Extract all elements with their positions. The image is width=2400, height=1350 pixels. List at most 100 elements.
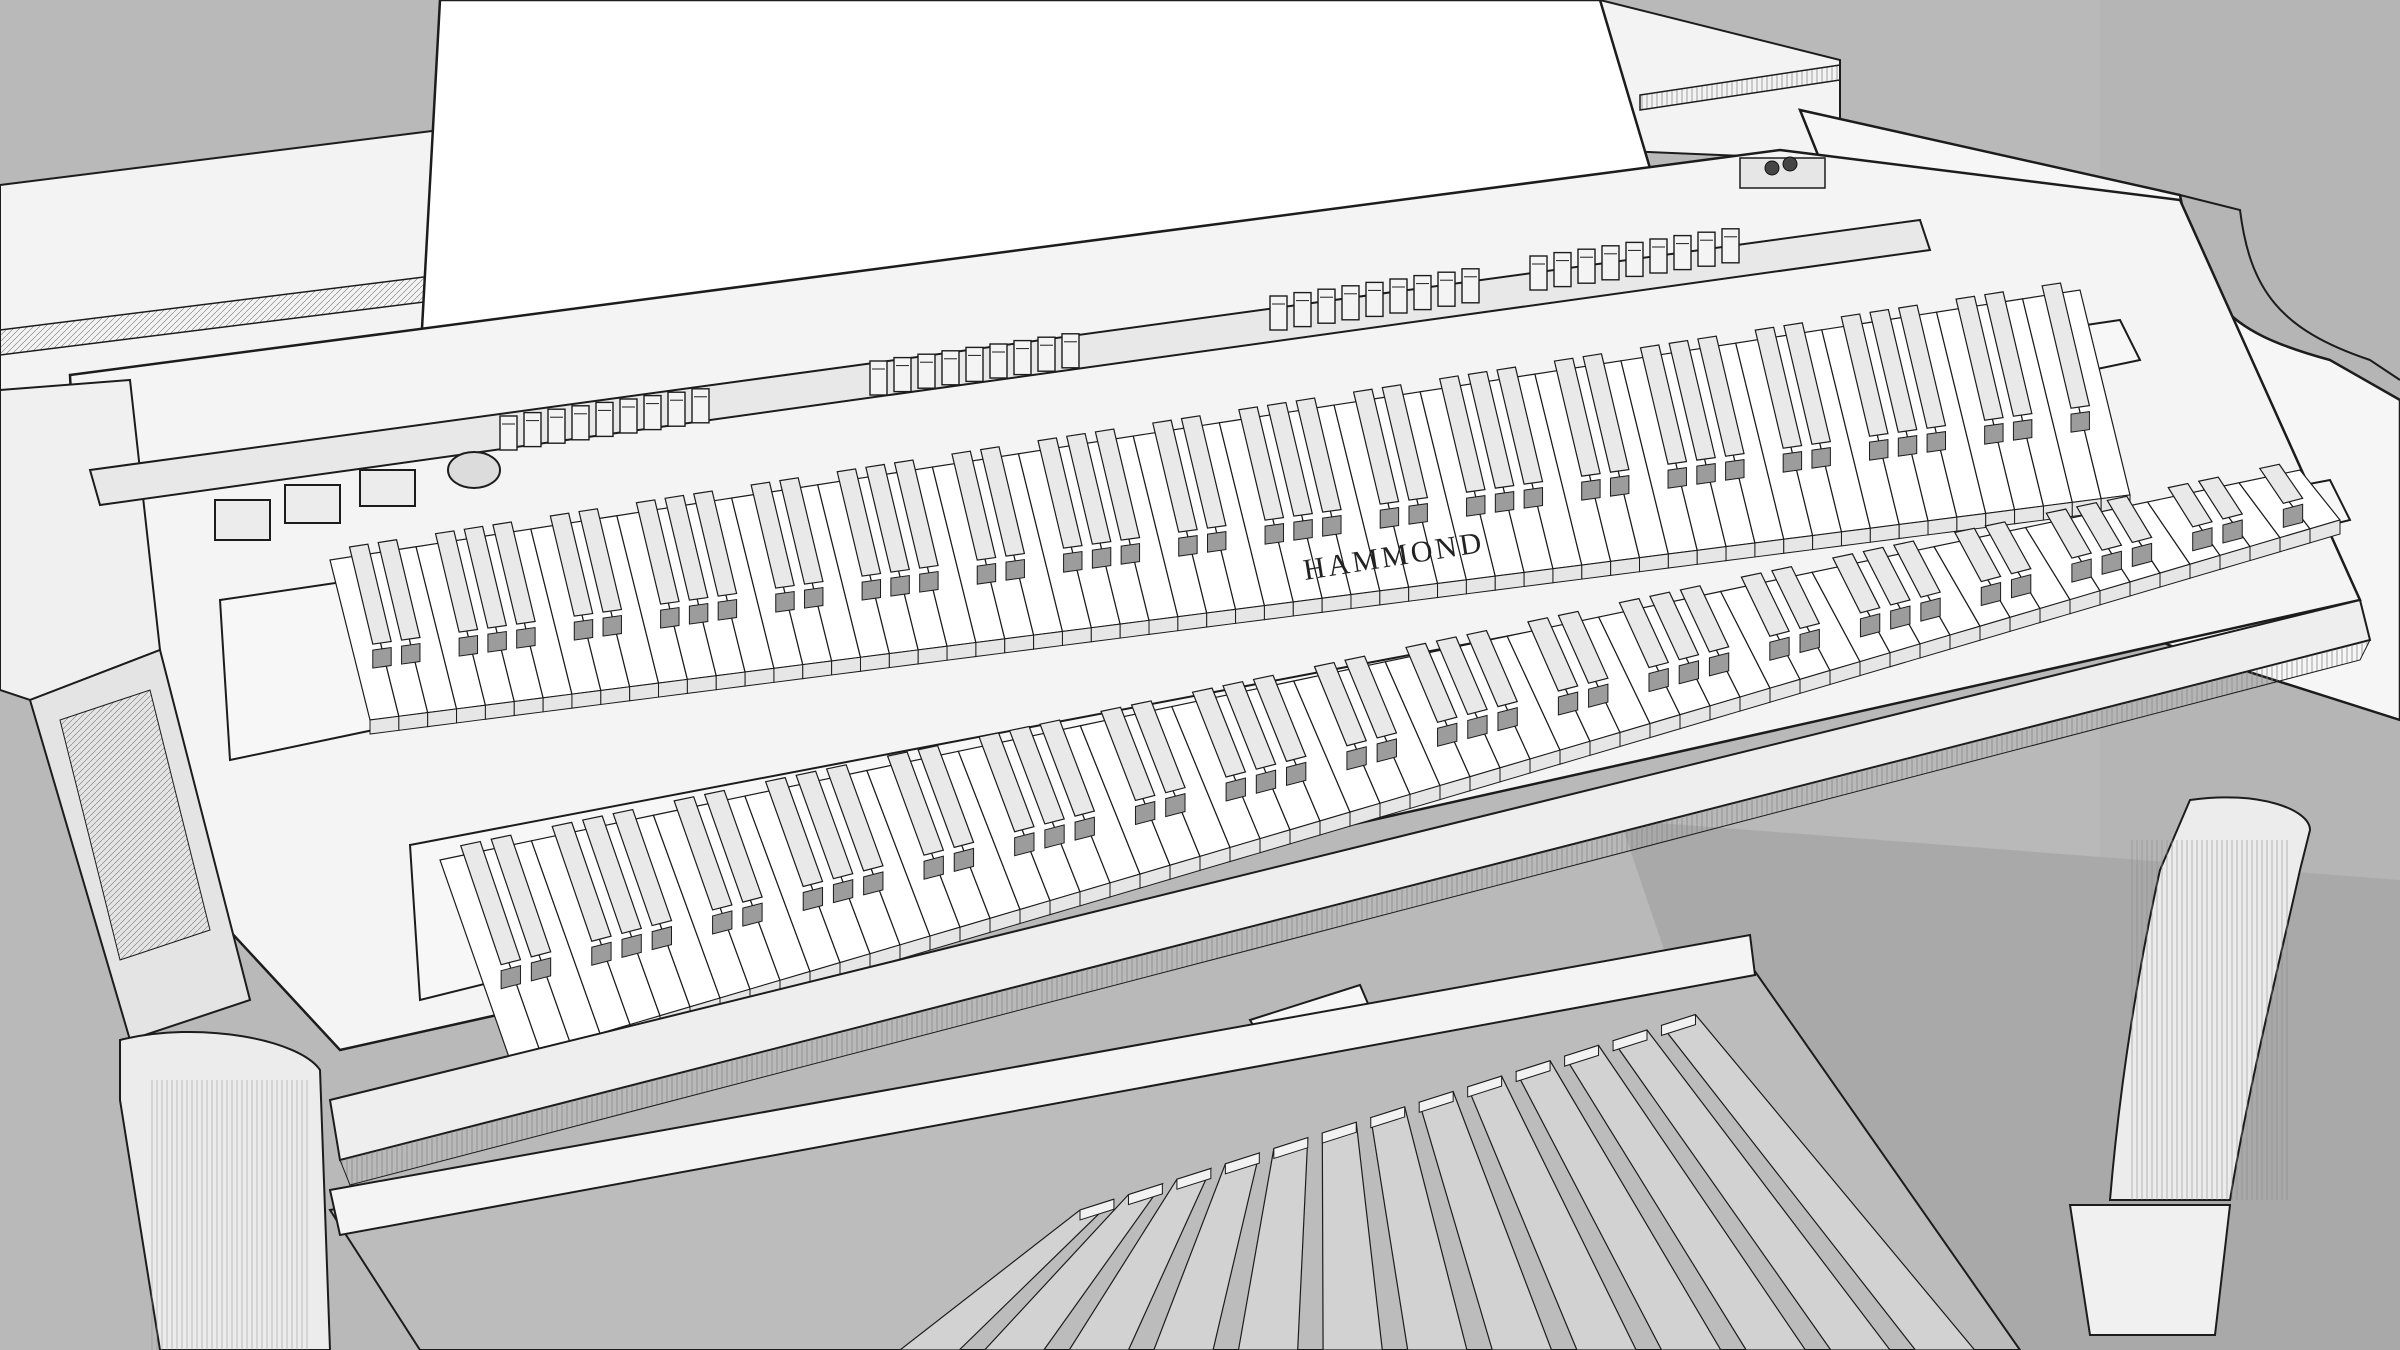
drawbar-handle[interactable] [499,415,518,451]
lower-black-key[interactable] [1862,546,1911,606]
lower-black-key[interactable] [1831,553,1881,614]
upper-black-key[interactable] [1152,419,1198,533]
lower-black-key[interactable] [673,796,733,911]
drawbar-handle[interactable] [547,408,566,444]
drawbar-handle[interactable] [1365,281,1384,318]
lower-black-key[interactable] [2075,502,2123,551]
drawbar-handle[interactable] [1389,278,1408,314]
lower-black-key[interactable] [1892,540,1942,598]
lower-black-key[interactable] [1618,597,1670,669]
volume-knob[interactable] [447,451,501,489]
toggle-switch[interactable] [1782,156,1798,172]
upper-black-key[interactable] [1697,335,1745,457]
upper-black-key[interactable] [1295,397,1342,513]
upper-black-key[interactable] [951,450,997,561]
pedal-keys[interactable] [899,1013,1976,1350]
upper-black-key[interactable] [1668,339,1716,461]
lower-black-key[interactable] [1984,521,2032,575]
lower-black-key[interactable] [2045,508,2093,559]
drawbar-handle[interactable] [1413,274,1432,311]
lower-black-key[interactable] [978,732,1035,833]
upper-black-key[interactable] [1869,308,1918,433]
upper-black-key[interactable] [1266,401,1314,517]
lower-black-key[interactable] [1100,706,1156,802]
drawbar-handle[interactable] [643,394,662,431]
drawbar-handle[interactable] [989,343,1008,379]
upper-black-key[interactable] [1065,432,1112,545]
drawbar-handle[interactable] [1037,336,1056,372]
upper-black-key[interactable] [1582,353,1630,473]
lower-black-key[interactable] [2258,463,2304,505]
lower-black-key[interactable] [459,840,522,966]
upper-black-key[interactable] [1783,322,1832,445]
upper-black-key[interactable] [836,468,882,577]
lower-black-key[interactable] [551,821,612,942]
lower-black-key[interactable] [1039,719,1096,817]
lower-black-key[interactable] [490,834,552,958]
upper-black-key[interactable] [1984,291,2033,417]
upper-black-key[interactable] [750,481,795,589]
upper-black-key[interactable] [693,490,738,597]
upper-black-key[interactable] [979,446,1026,557]
upper-manual-keys[interactable] [329,282,2131,735]
lower-black-key[interactable] [825,764,884,872]
preset-button[interactable] [359,469,416,507]
drawbar-handle[interactable] [965,346,984,383]
upper-black-key[interactable] [1238,406,1285,521]
lower-black-key[interactable] [1771,565,1821,630]
drawbar-handle[interactable] [1553,251,1572,288]
lower-black-key[interactable] [795,770,854,880]
upper-black-key[interactable] [865,463,911,573]
upper-black-key[interactable] [1840,313,1889,437]
upper-black-key[interactable] [492,521,536,625]
lower-black-key[interactable] [2167,482,2213,528]
drawbar-handle[interactable] [523,411,542,448]
upper-black-key[interactable] [893,459,939,569]
upper-black-key[interactable] [1897,304,1947,429]
upper-black-key[interactable] [2041,282,2091,409]
lower-black-key[interactable] [917,744,975,849]
upper-black-key[interactable] [779,477,824,585]
lower-manual-keys[interactable] [439,463,2342,1075]
upper-black-key[interactable] [549,512,594,617]
lower-black-key[interactable] [1557,610,1609,684]
drawbar-handle[interactable] [1529,255,1548,291]
upper-black-key[interactable] [1553,357,1601,477]
upper-black-key[interactable] [463,525,508,629]
lower-black-key[interactable] [1679,585,1730,653]
lower-black-key[interactable] [703,789,763,903]
drawbar-handle[interactable] [1577,248,1596,284]
drawbar-handle[interactable] [1697,231,1716,267]
drawbar-handle[interactable] [691,388,710,424]
drawbar-handle[interactable] [1721,228,1740,264]
lower-black-key[interactable] [1740,572,1791,637]
upper-black-key[interactable] [377,539,421,641]
drawbar-group[interactable] [499,228,1740,451]
lower-black-key[interactable] [1405,642,1458,723]
lower-black-key[interactable] [2197,476,2244,520]
drawbar-handle[interactable] [1437,271,1456,307]
drawbar-handle[interactable] [1673,234,1692,271]
upper-black-key[interactable] [1955,295,2004,421]
drawbar-handle[interactable] [667,391,686,427]
lower-black-key[interactable] [1252,674,1307,763]
lower-black-key[interactable] [1649,591,1700,661]
upper-black-key[interactable] [434,530,479,633]
upper-black-key[interactable] [1037,437,1083,549]
lower-black-key[interactable] [1466,629,1519,708]
lower-black-key[interactable] [612,808,673,927]
drawbar-handle[interactable] [595,401,614,438]
lower-black-key[interactable] [1222,681,1277,770]
lower-black-key[interactable] [764,776,824,888]
drawbar-handle[interactable] [1601,245,1620,281]
lower-black-key[interactable] [1344,655,1398,739]
upper-black-key[interactable] [578,508,623,613]
drawbar-handle[interactable] [917,353,936,389]
preset-button[interactable] [284,484,341,524]
drawbar-handle[interactable] [869,360,888,396]
drawbar-handle[interactable] [1317,288,1336,324]
drawbar-handle[interactable] [1341,285,1360,321]
upper-black-key[interactable] [1467,370,1515,489]
lower-black-key[interactable] [1313,661,1368,747]
upper-black-key[interactable] [1180,415,1227,529]
